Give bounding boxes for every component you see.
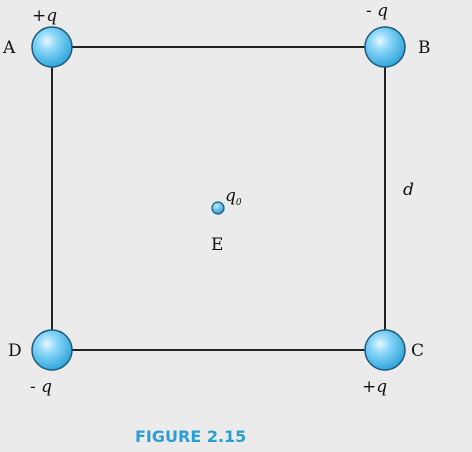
center-point-label: E xyxy=(211,235,223,255)
charge-label-d: - q xyxy=(30,377,52,397)
label-c: C xyxy=(411,341,424,361)
label-d: D xyxy=(8,341,22,361)
charge-label-b: - q xyxy=(366,1,388,21)
charge-label-c: +q xyxy=(362,377,387,397)
charge-center xyxy=(211,201,225,215)
center-charge-symbol: q xyxy=(225,186,236,206)
charge-c xyxy=(364,329,406,371)
figure-caption: FIGURE 2.15 xyxy=(135,427,246,446)
side-length-label: d xyxy=(403,180,414,200)
center-charge-label: q0 xyxy=(225,186,242,208)
charge-b xyxy=(364,26,406,68)
center-charge-subscript: 0 xyxy=(236,198,242,208)
charge-label-a: +q xyxy=(32,6,57,26)
label-b: B xyxy=(418,38,431,58)
charge-a xyxy=(31,26,73,68)
label-a: A xyxy=(2,38,16,58)
charge-d xyxy=(31,329,73,371)
